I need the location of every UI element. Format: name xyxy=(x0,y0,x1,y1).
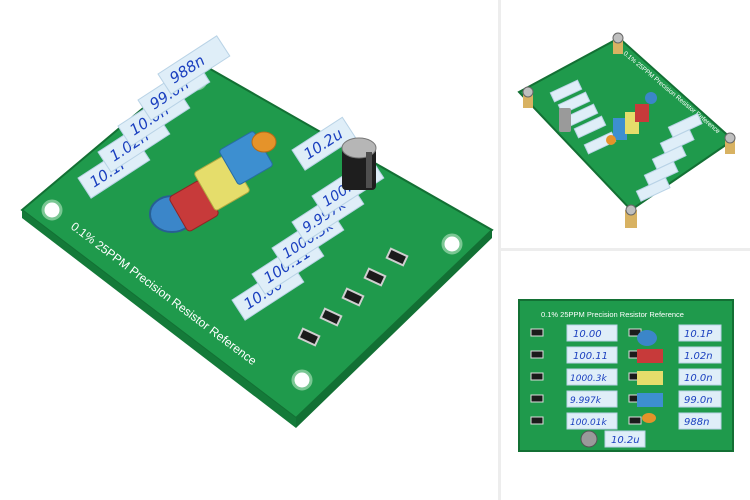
mounting-hole xyxy=(41,199,63,221)
smd-resistor xyxy=(363,267,387,287)
standoff xyxy=(523,92,533,108)
resistor-label: 9.997k xyxy=(570,396,602,406)
film-capacitor-blue xyxy=(637,393,663,407)
capacitor-label: 10.1P xyxy=(684,329,713,340)
smd-resistor xyxy=(341,287,365,307)
capacitor-label-group: 10.1P 1.02n 10.0n 99.0n 988n xyxy=(678,324,722,430)
capacitor-label: 99.0n xyxy=(684,395,713,406)
electrolytic-label: 10.2u xyxy=(611,435,640,446)
mounting-hole xyxy=(291,369,313,391)
electrolytic-stripe xyxy=(366,152,372,188)
photo-bottom-right: 0.1% 25PPM Precision Resistor Reference … xyxy=(501,251,750,500)
pcb-top-illustration: 0.1% 25PPM Precision Resistor Reference … xyxy=(518,299,734,452)
resistor-label: 100.11 xyxy=(573,351,608,362)
capacitor-label: 10.0n xyxy=(684,373,713,384)
photo-main-perspective: 0.1% 25PPM Precision Resistor Reference … xyxy=(20,35,494,428)
smd-resistor-group xyxy=(530,328,642,425)
photo-top-right: 0.1% 25PPM Precision Resistor Reference xyxy=(501,0,750,248)
silkscreen-title: 0.1% 25PPM Precision Resistor Reference xyxy=(541,310,684,319)
pcb-edge xyxy=(22,210,296,428)
electrolytic-capacitor xyxy=(559,108,571,132)
smd-resistor xyxy=(385,247,409,267)
screw-head xyxy=(612,32,624,44)
capacitor-label: 988n xyxy=(684,417,709,428)
smd-resistor xyxy=(319,307,343,327)
ceramic-capacitor-small xyxy=(606,135,616,145)
standoff xyxy=(613,38,623,54)
ceramic-capacitor-large xyxy=(637,330,657,346)
panel-divider-horizontal xyxy=(501,248,750,251)
screw-head xyxy=(522,86,534,98)
ceramic-capacitor-large xyxy=(645,92,657,104)
panel-divider-vertical xyxy=(498,0,501,500)
resistor-label: 10.00 xyxy=(573,329,602,340)
film-capacitor-blue xyxy=(613,118,627,140)
pcb-side-illustration: 0.1% 25PPM Precision Resistor Reference xyxy=(517,32,736,228)
film-capacitor-red xyxy=(635,104,649,122)
film-capacitor-yellow xyxy=(637,371,663,385)
smd-resistor-group xyxy=(297,247,409,347)
ceramic-capacitor-small xyxy=(642,413,656,423)
standoff xyxy=(725,138,735,154)
capacitor-label-group: 10.1P 1.02n 10.0n 99.0n 988n xyxy=(77,35,231,199)
resistor-label-group: 10.00 100.11 1000.3k 9.997k 100.01k xyxy=(566,324,618,430)
resistor-label: 100.01k xyxy=(570,418,607,428)
capacitor-label: 1.02n xyxy=(684,351,713,362)
pcb-perspective-illustration: 0.1% 25PPM Precision Resistor Reference … xyxy=(20,35,494,428)
mounting-hole xyxy=(441,233,463,255)
screw-head xyxy=(625,204,637,216)
electrolytic-capacitor xyxy=(580,430,598,448)
film-capacitor-red xyxy=(637,349,663,363)
ceramic-capacitor-small xyxy=(251,131,277,153)
screw-head xyxy=(724,132,736,144)
smd-resistor xyxy=(297,327,321,347)
resistor-label: 1000.3k xyxy=(570,374,607,384)
pcb-edge xyxy=(296,230,492,428)
